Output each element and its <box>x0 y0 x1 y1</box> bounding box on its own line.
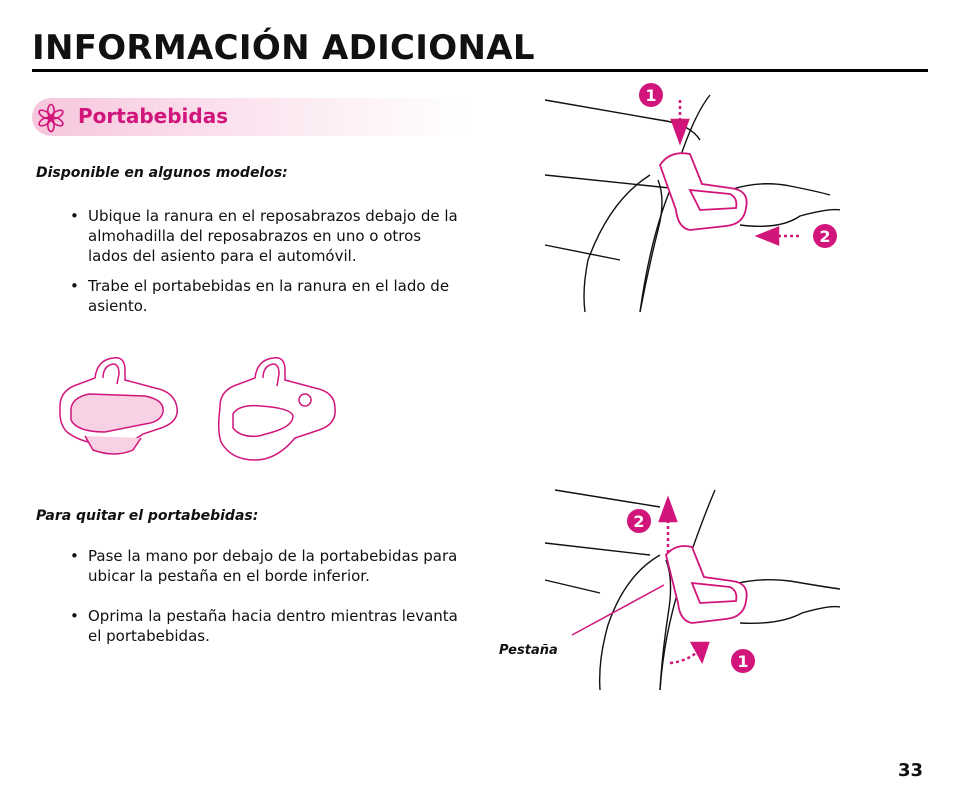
step-badge: 2 <box>813 224 837 248</box>
step-badge: 2 <box>627 509 651 533</box>
install-bullet-list: Ubique la ranura en el reposabrazos deba… <box>70 206 458 326</box>
step-badge: 1 <box>639 83 663 107</box>
tab-callout-label: Pestaña <box>499 643 558 658</box>
step-number: 1 <box>737 652 748 671</box>
title-rule <box>32 69 928 72</box>
flower-icon <box>38 103 64 133</box>
cup-holders-illustration <box>59 357 336 461</box>
step-number: 1 <box>645 86 656 105</box>
install-bullet: Ubique la ranura en el reposabrazos deba… <box>70 206 458 266</box>
page-number: 33 <box>898 760 924 781</box>
step-number: 2 <box>633 512 644 531</box>
remove-illustration <box>544 489 840 690</box>
page-title: INFORMACIÓN ADICIONAL <box>32 28 535 68</box>
remove-subhead: Para quitar el portabebidas: <box>36 508 259 524</box>
step-number: 2 <box>819 227 830 246</box>
step-badge: 1 <box>731 649 755 673</box>
install-bullet: Trabe el portabebidas en la ranura en el… <box>70 276 458 316</box>
section-title: Portabebidas <box>78 104 229 128</box>
install-illustration <box>544 94 840 313</box>
remove-bullet: Pase la mano por debajo de la portabebid… <box>70 546 458 586</box>
remove-bullet: Oprima la pestaña hacia dentro mientras … <box>70 606 458 646</box>
install-subhead: Disponible en algunos modelos: <box>36 165 288 181</box>
remove-bullet-list: Pase la mano por debajo de la portabebid… <box>70 546 458 666</box>
section-band <box>32 98 470 136</box>
